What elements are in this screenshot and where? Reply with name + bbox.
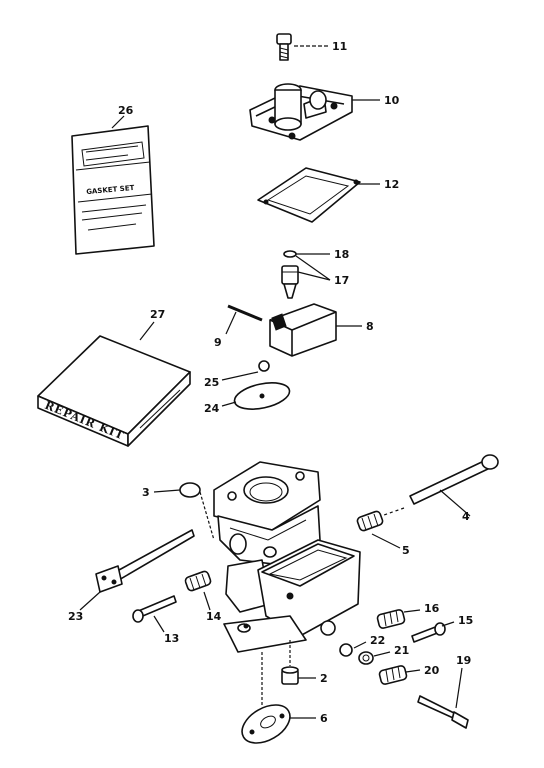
part-11-screw — [276, 33, 328, 61]
part-17-needle-seat — [281, 255, 331, 299]
callout-8: 8 — [366, 320, 374, 333]
part-21-oring — [358, 651, 391, 665]
part-2-plug — [281, 640, 316, 685]
part-13-idle-screw — [132, 595, 177, 633]
callout-21: 21 — [394, 644, 409, 657]
part-4-throttle-shaft — [369, 454, 499, 521]
part-26-gasket-card: GASKET SET — [71, 115, 155, 255]
carburetor-body — [213, 461, 361, 653]
part-8-float — [269, 303, 362, 357]
part-18-washer — [283, 250, 330, 258]
part-24-throttle-plate — [221, 382, 291, 410]
part-3-gasket — [153, 482, 215, 541]
callout-18: 18 — [334, 248, 349, 261]
callout-19: 19 — [456, 654, 471, 667]
part-15-screw — [411, 621, 455, 643]
callout-20: 20 — [424, 664, 440, 677]
callout-4: 4 — [462, 510, 470, 523]
callout-5: 5 — [402, 544, 410, 557]
callout-6: 6 — [320, 712, 328, 725]
part-22-washer — [339, 641, 367, 657]
part-19-needle — [417, 667, 469, 729]
callout-24: 24 — [204, 402, 220, 415]
callout-25: 25 — [204, 376, 219, 389]
callout-23: 23 — [68, 610, 83, 623]
callout-14: 14 — [206, 610, 222, 623]
part-23-choke-shaft — [79, 529, 195, 611]
callout-12: 12 — [384, 178, 399, 191]
callout-15: 15 — [458, 614, 473, 627]
part-5-spring — [356, 510, 401, 549]
callout-26: 26 — [118, 104, 134, 117]
part-25-screw — [221, 360, 270, 381]
callout-9: 9 — [214, 336, 222, 349]
part-12-gasket — [257, 167, 380, 223]
part-27-repair-kit: REPAIR KIT — [37, 321, 191, 447]
callout-22: 22 — [370, 634, 385, 647]
part-9-float-pin — [225, 304, 263, 335]
part-6-gasket — [241, 652, 316, 744]
callout-3: 3 — [142, 486, 150, 499]
callout-17: 17 — [334, 274, 349, 287]
callout-27: 27 — [150, 308, 165, 321]
callout-13: 13 — [164, 632, 179, 645]
part-10-cover — [249, 83, 380, 141]
part-20-spring — [378, 665, 421, 685]
callout-16: 16 — [424, 602, 440, 615]
callout-11: 11 — [332, 40, 347, 53]
part-14-spring — [184, 570, 212, 611]
callout-2: 2 — [320, 672, 328, 685]
callout-10: 10 — [384, 94, 400, 107]
callout-labels: 11 10 26 12 18 17 27 8 9 25 24 3 4 5 23 … — [68, 40, 473, 725]
part-16-spring — [376, 609, 421, 629]
